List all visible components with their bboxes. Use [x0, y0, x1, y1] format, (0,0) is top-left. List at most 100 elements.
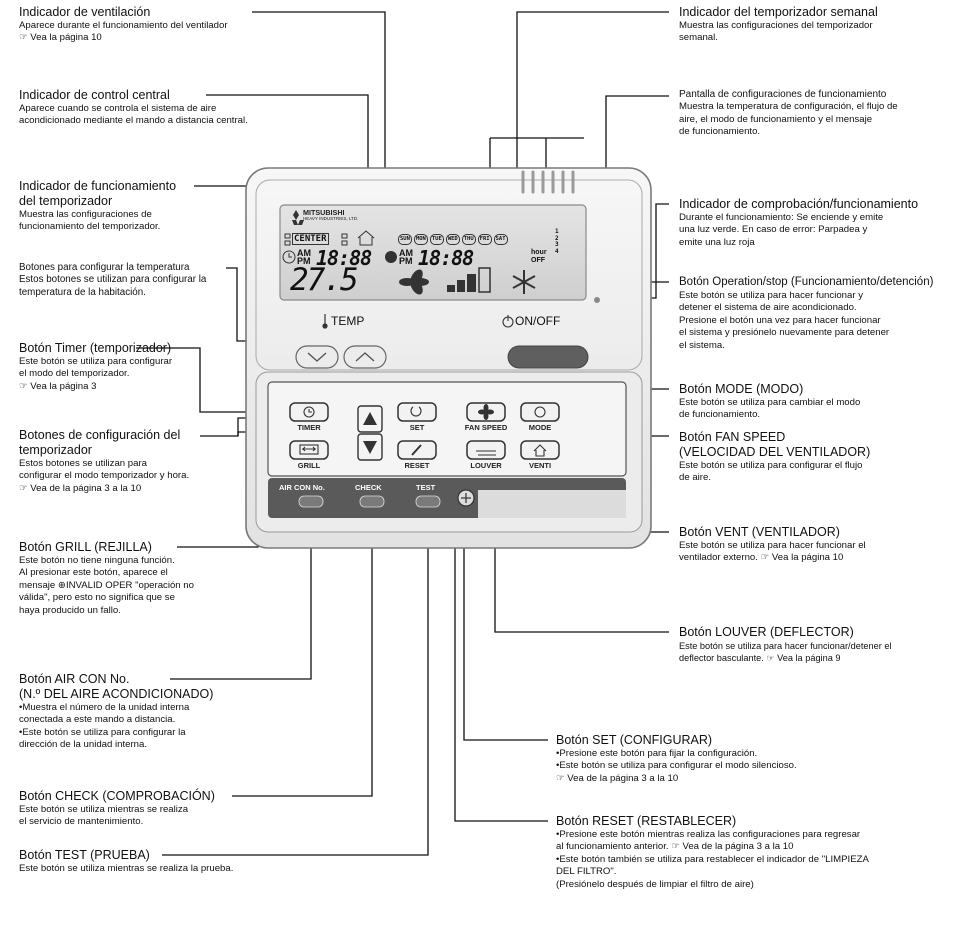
desc-line: Este botón se utiliza mientras se realiz…	[19, 863, 234, 874]
desc-line: configurar el modo temporizador y hora.	[19, 470, 190, 482]
title-line: Botón AIR CON No.	[19, 672, 130, 686]
fan-level-bars	[447, 267, 491, 293]
desc-line: de funcionamiento.	[679, 126, 761, 138]
brand-name: MITSUBISHI	[303, 208, 345, 217]
off-label: OFF	[531, 257, 545, 264]
onoff-button[interactable]	[507, 345, 589, 369]
desc-line: acondicionado mediante el mando a distan…	[19, 115, 248, 127]
desc-line: •Presione este botón para fijar la confi…	[556, 748, 758, 759]
desc-line: funcionamiento del temporizador.	[19, 221, 161, 233]
test-button[interactable]	[415, 495, 441, 508]
label-louver-button: Botón LOUVER (DEFLECTOR) Este botón se u…	[679, 625, 891, 665]
label-reset-button: Botón RESET (RESTABLECER) •Presione este…	[556, 814, 869, 891]
temp-up-button[interactable]	[343, 345, 387, 369]
mode-button[interactable]	[520, 402, 560, 422]
title-line: Botón GRILL (REJILLA)	[19, 540, 152, 554]
day-tue: TUE	[429, 234, 444, 245]
desc-line: •Este botón se utiliza para configurar e…	[556, 760, 797, 772]
timer-button-label: TIMER	[297, 423, 321, 432]
desc-line: Estos botones se utilizan para configura…	[19, 274, 207, 286]
aircon-button[interactable]	[298, 495, 324, 508]
reset-pencil-icon	[411, 444, 422, 456]
desc-line: el sistema.	[679, 339, 725, 351]
pm-label: PM	[297, 256, 311, 266]
title-line: Indicador de funcionamiento	[19, 179, 177, 193]
aircon-key-label: AIR CON No.	[279, 483, 325, 492]
desc-line: Muestra la temperatura de configuración,…	[679, 101, 898, 113]
louver-button-label: LOUVER	[470, 461, 502, 470]
desc-line: Aparece cuando se controla el sistema de…	[19, 103, 217, 114]
label-mode-button: Botón MODE (MODO) Este botón se utiliza …	[679, 382, 860, 422]
lcd-mode-icon	[512, 270, 536, 294]
desc-line: aire, el modo de funcionamiento y el men…	[679, 113, 873, 125]
title-line: Botón FAN SPEED	[679, 430, 786, 444]
temp-label: TEMP	[331, 314, 365, 328]
title-line: Botones de configuración del	[19, 428, 181, 442]
set-icon	[410, 406, 422, 417]
brand-subtitle: HEAVY INDUSTRIES, LTD.	[303, 216, 359, 221]
desc-line: Este botón se utiliza para hacer funcion…	[679, 540, 866, 551]
set-button[interactable]	[397, 402, 437, 422]
temp-down-button[interactable]	[295, 345, 339, 369]
desc-line: Este botón se utiliza para hacer funcion…	[679, 290, 863, 301]
lcd-day-row: SUN MON TUE WED THU FRI SAT	[398, 234, 508, 245]
desc-line: DEL FILTRO".	[556, 866, 617, 878]
desc-line: Este botón se utiliza para cambiar el mo…	[679, 397, 861, 408]
label-operation-display: Pantalla de configuraciones de funcionam…	[679, 89, 898, 139]
venti-button[interactable]	[520, 440, 560, 460]
venti-house-icon	[357, 230, 375, 246]
label-timer-button: Botón Timer (temporizador) Este botón se…	[19, 341, 172, 393]
timer-clock-icon	[385, 251, 397, 263]
title-line: Botones para configurar la temperatura	[19, 262, 190, 273]
day-sun: SUN	[398, 234, 412, 245]
label-set-button: Botón SET (CONFIGURAR) •Presione este bo…	[556, 733, 797, 785]
desc-line: de aire.	[679, 472, 711, 484]
title-line: Botón Timer (temporizador)	[19, 341, 172, 355]
mode-button-label: MODE	[528, 423, 552, 432]
day-fri: FRI	[477, 234, 492, 245]
desc-line: semanal.	[679, 32, 718, 44]
desc-line: deflector basculante. ☞ Vea la página 9	[679, 653, 841, 664]
label-vent-button: Botón VENT (VENTILADOR) Este botón se ut…	[679, 525, 866, 565]
day-num: 1	[555, 228, 559, 235]
lcd-time-1: 18:88	[316, 246, 372, 270]
desc-line: mensaje ⊕INVALID OPER "operación no	[19, 579, 194, 591]
desc-line: Presione el botón una vez para hacer fun…	[679, 314, 881, 326]
title-line: Indicador de control central	[19, 88, 170, 102]
title-line: del temporizador	[19, 194, 113, 208]
reset-button-label: RESET	[404, 461, 430, 470]
grill-button[interactable]	[289, 440, 329, 460]
check-button[interactable]	[359, 495, 385, 508]
title-line: Botón MODE (MODO)	[679, 382, 804, 396]
label-venti-indicator: Indicador de ventilación Aparece durante…	[19, 5, 228, 45]
clock-icon	[303, 406, 315, 418]
grill-button-label: GRILL	[297, 461, 321, 470]
title-line: Botón LOUVER (DEFLECTOR)	[679, 625, 854, 639]
desc-line: temperatura de la habitación.	[19, 286, 146, 298]
desc-line: Este botón se utiliza mientras se realiz…	[19, 804, 189, 815]
louver-button[interactable]	[466, 440, 506, 460]
am-label: AM	[399, 248, 413, 258]
desc-line: Este botón se utiliza para hacer funcion…	[679, 641, 892, 651]
set-button-label: SET	[409, 423, 425, 432]
title-line: Botón VENT (VENTILADOR)	[679, 525, 840, 539]
desc-line: haya producido un fallo.	[19, 604, 121, 616]
label-aircon-button: Botón AIR CON No.(N.º DEL AIRE ACONDICIO…	[19, 672, 213, 752]
label-central-indicator: Indicador de control central Aparece cua…	[19, 88, 248, 128]
label-onoff-button: Botón Operation/stop (Funcionamiento/det…	[679, 275, 933, 352]
day-sat: SAT	[493, 234, 508, 245]
title-line: Botón RESET (RESTABLECER)	[556, 814, 737, 828]
label-check-indicator: Indicador de comprobación/funcionamiento…	[679, 197, 918, 249]
desc-line: el servicio de mantenimiento.	[19, 816, 144, 828]
desc-line: •Este botón también se utiliza para rest…	[556, 853, 869, 865]
lcd-center-indicator: CENTER	[292, 233, 329, 245]
desc-line: Muestra las configuraciones de	[19, 209, 152, 220]
desc-line: conectada a este mando a distancia.	[19, 714, 176, 726]
desc-line: •Muestra el número de la unidad interna	[19, 702, 190, 713]
grill-icon	[299, 444, 319, 455]
power-icon	[502, 315, 514, 328]
